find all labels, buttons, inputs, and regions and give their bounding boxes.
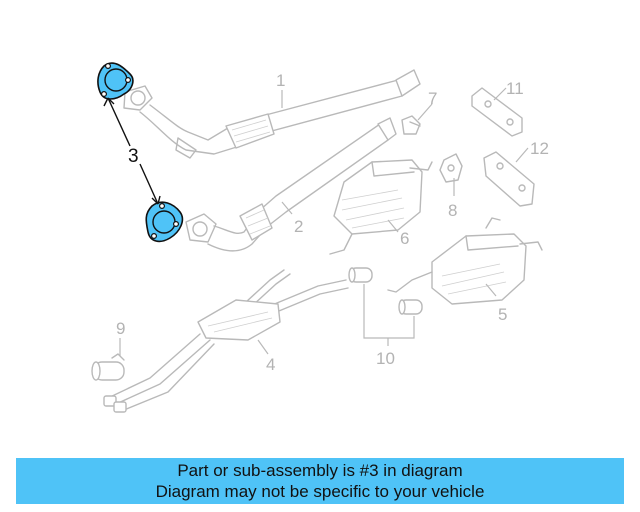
front-pipe-lower bbox=[185, 117, 397, 252]
rear-muffler-left bbox=[329, 159, 433, 255]
hanger-bracket-part-8 bbox=[439, 153, 463, 183]
bracket-part-11 bbox=[471, 87, 523, 137]
leader-lines bbox=[103, 87, 529, 356]
callout-6: 6 bbox=[400, 229, 409, 248]
callout-3: 3 bbox=[128, 146, 139, 167]
clip-part-7 bbox=[401, 115, 421, 135]
callout-5: 5 bbox=[498, 305, 507, 324]
callout-11: 11 bbox=[506, 79, 524, 98]
gasket-upper bbox=[97, 62, 134, 100]
callout-9: 9 bbox=[116, 319, 125, 338]
callout-10: 10 bbox=[376, 349, 395, 368]
rear-muffler-right bbox=[387, 217, 543, 305]
callout-4: 4 bbox=[266, 355, 275, 374]
gasket-lower bbox=[145, 201, 184, 243]
callout-7: 7 bbox=[428, 89, 437, 108]
callout-12: 12 bbox=[530, 139, 549, 158]
callout-8: 8 bbox=[448, 201, 457, 220]
banner-line-1: Part or sub-assembly is #3 in diagram bbox=[177, 461, 463, 480]
clamps-part-10 bbox=[348, 267, 423, 315]
center-pipe-resonator bbox=[103, 269, 349, 413]
callout-1: 1 bbox=[276, 71, 285, 90]
callout-2: 2 bbox=[294, 217, 303, 236]
bracket-part-12 bbox=[483, 151, 535, 207]
banner-line-2: Diagram may not be specific to your vehi… bbox=[155, 482, 485, 501]
info-banner: Part or sub-assembly is #3 in diagram Di… bbox=[16, 458, 624, 504]
clamp-part-9 bbox=[91, 353, 125, 381]
front-pipe-upper bbox=[123, 69, 421, 159]
exhaust-parts-diagram: 1 2 3 4 5 6 7 8 9 10 11 12 bbox=[91, 62, 549, 413]
